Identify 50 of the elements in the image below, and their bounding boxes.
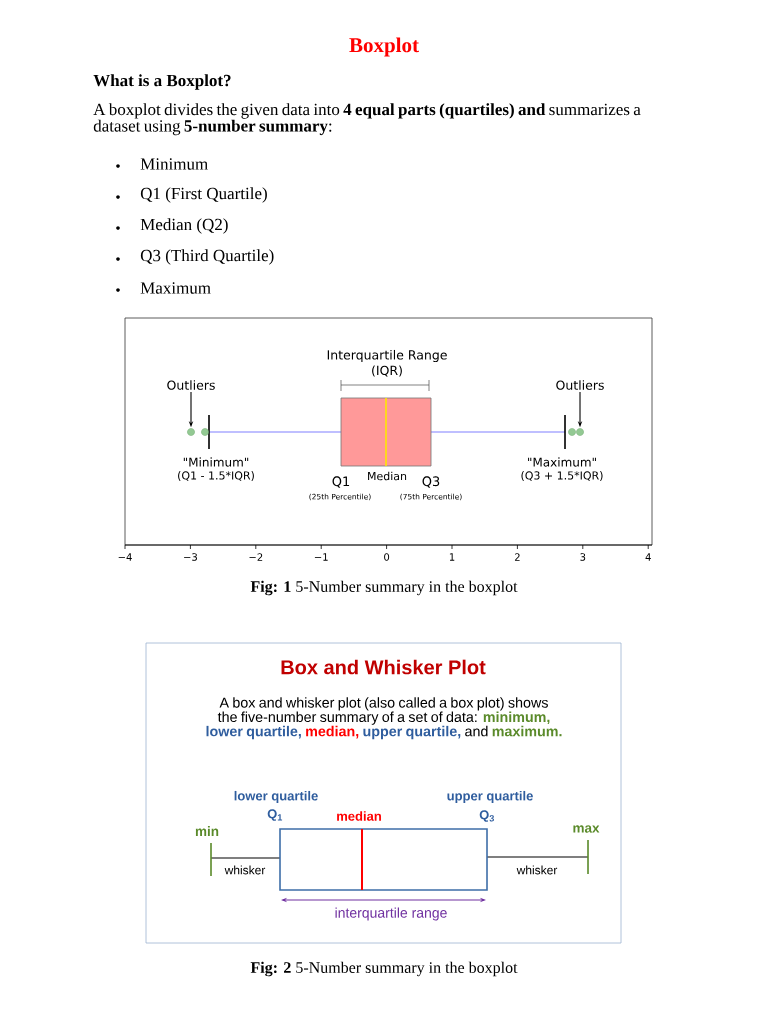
label: and <box>465 725 488 737</box>
label: lower quartile, <box>206 725 301 740</box>
axis-annotation: Interquartile Range <box>327 349 447 363</box>
label: maximum. <box>492 725 562 737</box>
paragraph: A box and whisker plot (also called a box plot) shows the five-number summary of a set of data: minimum, lower quartile, median, upper quartile, and maximum. <box>206 697 562 740</box>
annotation: (Q3 + 1.5*IQR) <box>521 471 603 481</box>
tick-label: 1 <box>449 553 455 561</box>
figure-caption: Fig: 1 5-Number summary in the boxplot <box>250 580 518 596</box>
tick-label: 0 <box>384 553 390 561</box>
label: A box and whisker plot (also called a box plot) shows <box>219 697 548 711</box>
label: the five-number summary of a set of data: <box>217 711 477 725</box>
bullet-item: Q1 (First Quartile) <box>116 187 267 203</box>
page-title: Boxplot <box>349 37 419 57</box>
label: minimum, <box>483 711 550 725</box>
annotation: median <box>337 811 381 821</box>
tick-label: −4 <box>118 553 132 561</box>
annotation: whisker <box>224 865 266 875</box>
annotation: Q3 <box>422 476 440 488</box>
bullet-item: Maximum <box>116 282 211 294</box>
tick-label: −3 <box>184 553 197 561</box>
figure-title: Box and Whisker Plot <box>281 659 486 675</box>
tick-label: −2 <box>249 553 263 561</box>
annotation: (Q1 - 1.5*IQR) <box>178 471 254 481</box>
annotation: min <box>195 826 219 836</box>
tick-label: 3 <box>580 553 586 561</box>
annotation: "Minimum" <box>183 457 249 467</box>
annotation: "Maximum" <box>528 457 596 467</box>
axis-annotation: (IQR) <box>372 365 402 377</box>
annotation: upper quartile <box>447 790 533 804</box>
figure-caption: Fig: 2 5-Number summary in the boxplot <box>250 961 518 977</box>
tick-label: 4 <box>645 553 651 561</box>
annotation: Median <box>368 471 407 481</box>
heading: What is a Boxplot? <box>93 74 231 90</box>
bullet-item: Q3 (Third Quartile) <box>116 249 274 265</box>
annotation: Q$_{3}$ <box>479 810 494 822</box>
outlier-label: Outliers <box>167 380 215 390</box>
outlier-label: Outliers <box>556 380 604 390</box>
annotation: Q$_{1}$ <box>267 809 283 821</box>
label: upper quartile, <box>363 725 461 740</box>
annotation: interquartile range <box>335 907 447 921</box>
tick-label: 2 <box>514 553 520 561</box>
bullet-item: Minimum <box>116 158 208 170</box>
paragraph: A boxplot divides the given data into 4 equal parts (quartiles) and summarizes a dataset using 5-number summary: <box>93 103 641 136</box>
bullet-item: Median (Q2) <box>116 218 228 234</box>
annotation: max <box>573 825 600 833</box>
annotation: Q1 <box>332 476 350 488</box>
tick-label: −1 <box>314 553 328 561</box>
annotation: lower quartile <box>234 790 318 804</box>
label: median, <box>306 725 359 739</box>
annotation: whisker <box>516 865 558 875</box>
